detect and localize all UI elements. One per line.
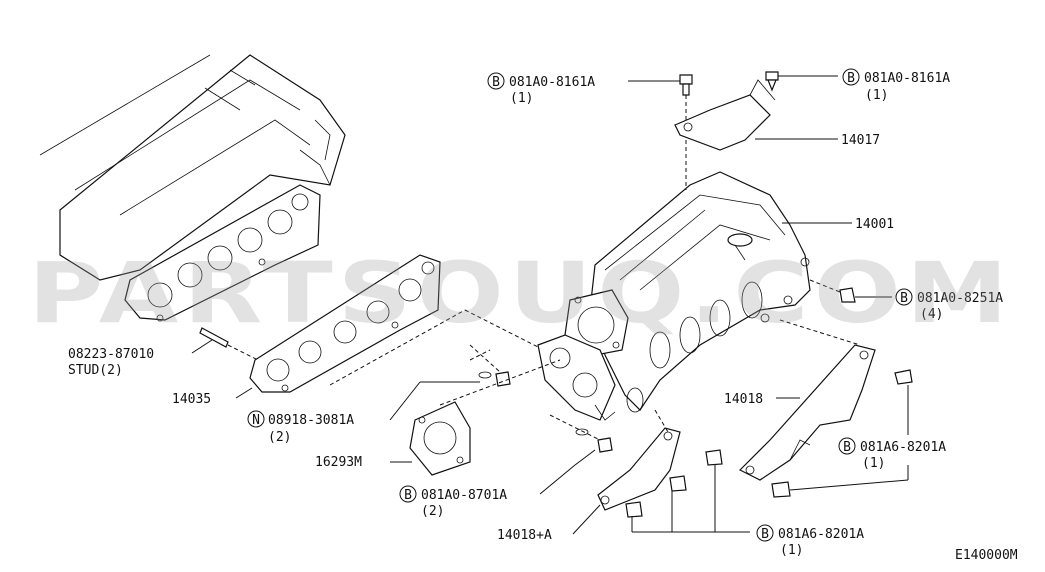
bolt-lower-left [575,428,613,453]
label-right-bolt-code: 081A0-8251A [917,291,1003,306]
label-lower-bolt-qty: (2) [421,504,444,519]
svg-text:B: B [404,488,412,503]
svg-text:B: B [847,71,855,86]
svg-text:N: N [252,413,260,428]
marker-bottom: B [756,524,774,542]
label-right-lower-code: 081A6-8201A [860,440,946,455]
bolt-right-upper [894,369,913,385]
label-right-lower-qty: (1) [862,456,885,471]
svg-text:B: B [492,75,500,90]
assembly-dashed-lines [329,140,861,441]
label-top-left-qty: (1) [510,91,533,106]
label-bracket-14017: 14017 [841,133,880,148]
head-port-gasket [124,184,321,322]
label-bracket-14018: 14018 [724,392,763,407]
bracket-14018 [738,344,876,481]
marker-right-lower: B [838,437,856,455]
engine-head-outline [39,54,346,281]
bracket-14017 [674,79,776,151]
label-top-left-code: 081A0-8161A [509,75,595,90]
marker-right: B [895,288,913,306]
label-nut-code: 08918-3081A [268,413,354,428]
svg-text:B: B [843,440,851,455]
bolt-right-lower [771,481,791,498]
intake-gasket-14035 [249,254,441,393]
marker-nut: N [247,410,265,428]
bolt-top-left [679,74,693,120]
label-bracket-14018A: 14018+A [497,528,552,543]
label-gasket-14035: 14035 [172,392,211,407]
label-nut-qty: (2) [268,430,291,445]
label-bottom-bolt-code: 081A6-8201A [778,527,864,542]
bolt-bracket-c [625,501,643,518]
svg-text:B: B [761,527,769,542]
marker-top-left: B [487,72,505,90]
label-stud-code: 08223-87010 [68,347,154,362]
label-top-right-code: 081A0-8161A [864,71,950,86]
valve-assembly [537,334,616,421]
intake-manifold-14001 [589,171,811,413]
label-bottom-bolt-qty: (1) [780,543,803,558]
bolt-right-mid [839,287,856,303]
bracket-14018A [597,427,681,511]
watermark: PARTSOUQ.COM [28,244,1013,342]
bolt-bracket-a [669,475,687,492]
label-right-bolt-qty: (4) [920,307,943,322]
label-manifold-14001: 14001 [855,217,894,232]
bolt-bracket-b [705,449,723,466]
stud-08223 [199,327,259,361]
label-throttle-gasket: 16293M [315,455,362,470]
nut-08918 [469,349,511,387]
label-top-right-qty: (1) [865,88,888,103]
svg-text:B: B [900,291,908,306]
bolt-top-right [765,71,779,92]
throttle-gasket-16293M [409,401,471,476]
leader-lines [191,75,909,535]
label-lower-bolt-code: 081A0-8701A [421,488,507,503]
marker-lower: B [399,485,417,503]
label-stud-desc: STUD(2) [68,363,123,378]
marker-top-right: B [842,68,860,86]
diagram-code: E140000M [955,548,1018,563]
